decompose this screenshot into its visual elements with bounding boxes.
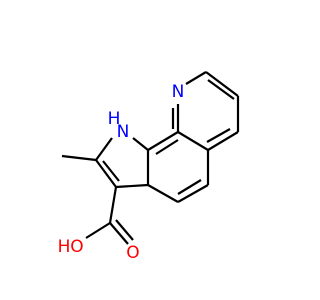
bond [155,139,179,155]
bond [207,79,235,100]
pyridine-nitrogen-label: N [172,82,185,102]
bond [206,128,231,143]
bond [147,184,179,203]
hydroxyl-oxygen-label: O [70,237,83,257]
bond [95,159,117,188]
hydroxyl-hydrogen-label: H [58,237,71,257]
bond [177,179,202,195]
bond [205,71,239,97]
bond [207,131,239,151]
bond [147,131,179,151]
bond [102,160,120,182]
bond [95,137,113,161]
bond [132,137,149,151]
bond [177,131,209,151]
molecular-structure: N H N H O O [58,71,240,263]
bond [108,186,118,224]
bond [115,219,134,241]
bond [61,154,97,162]
indole-nitrogen-label: N [117,122,130,142]
bond [85,222,111,239]
bond [177,184,209,203]
bond [115,183,149,189]
bond [109,222,129,245]
indole-hydrogen-label: H [108,109,121,129]
bond [185,71,207,85]
carbonyl-oxygen-label: O [126,243,139,263]
